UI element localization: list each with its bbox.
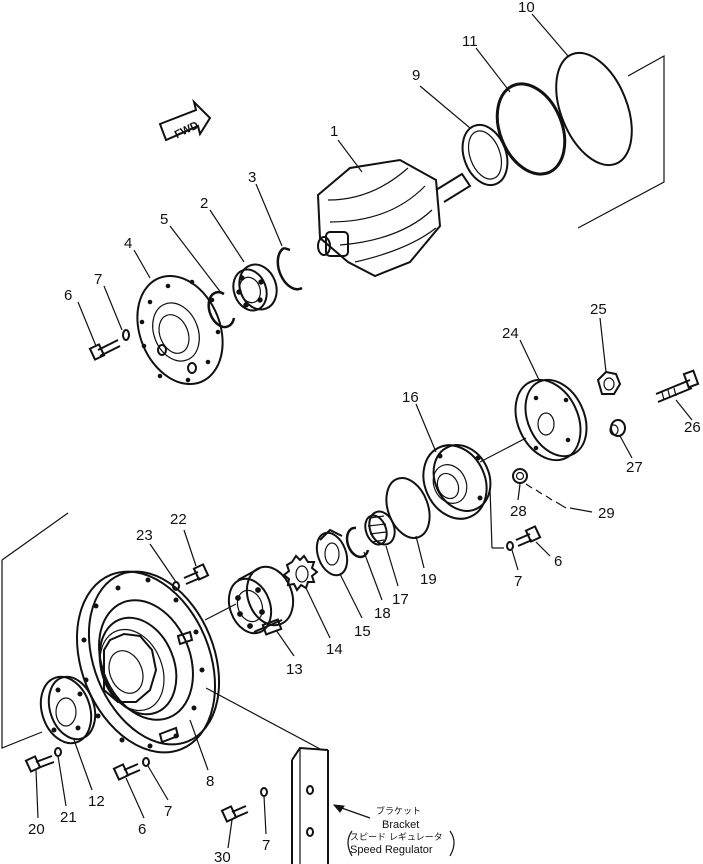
label-30: 30 bbox=[214, 849, 231, 864]
label-26: 26 bbox=[684, 419, 701, 436]
part-number-labels: 1 2 3 4 5 6 7 9 11 10 24 25 26 27 16 28 … bbox=[28, 0, 701, 864]
callout-jp-top: ブラケット bbox=[376, 805, 421, 817]
part-9-shim bbox=[461, 123, 509, 187]
part-8-housing bbox=[75, 570, 221, 754]
part-7-washer-right bbox=[506, 541, 514, 551]
reference-lines bbox=[1, 54, 665, 749]
label-15: 15 bbox=[354, 623, 371, 640]
label-22: 22 bbox=[170, 511, 187, 528]
label-9: 9 bbox=[412, 67, 420, 84]
label-7-bottom: 7 bbox=[164, 803, 172, 820]
fwd-arrow: FWD bbox=[158, 98, 212, 142]
part-4-cover bbox=[136, 274, 224, 386]
label-27: 27 bbox=[626, 459, 643, 476]
label-7-lower: 7 bbox=[262, 837, 270, 854]
label-23: 23 bbox=[136, 527, 153, 544]
fwd-label: FWD bbox=[173, 119, 201, 141]
part-26-bolt bbox=[655, 369, 700, 403]
label-16: 16 bbox=[402, 389, 419, 406]
bracket-callout: ブラケット Bracket スピード レギュレータ Speed Regulato… bbox=[347, 805, 455, 857]
part-5-snap-ring bbox=[207, 291, 236, 329]
label-3: 3 bbox=[248, 169, 256, 186]
label-1: 1 bbox=[330, 123, 338, 140]
part-7-washer-lower bbox=[260, 787, 268, 797]
part-14-gear bbox=[282, 554, 319, 592]
part-19-ring bbox=[385, 477, 431, 539]
label-5: 5 bbox=[160, 211, 168, 228]
part-1-impeller bbox=[316, 158, 472, 278]
bracket-callout-arrow bbox=[332, 804, 371, 819]
label-18: 18 bbox=[374, 605, 391, 622]
part-15-plate bbox=[315, 528, 349, 577]
part-11-ring bbox=[495, 82, 567, 176]
label-12: 12 bbox=[88, 793, 105, 810]
part-2-bearing bbox=[232, 263, 278, 312]
part-17-bearing bbox=[364, 510, 396, 546]
part-25-nut bbox=[596, 370, 622, 395]
label-4: 4 bbox=[124, 235, 132, 252]
label-2: 2 bbox=[200, 195, 208, 212]
part-20-bolt bbox=[24, 755, 55, 773]
leader-lines bbox=[35, 13, 693, 849]
part-13-bearing bbox=[227, 565, 295, 636]
label-7-right: 7 bbox=[514, 573, 522, 590]
label-14: 14 bbox=[326, 641, 343, 658]
part-6-bolt-top bbox=[88, 339, 121, 361]
label-21: 21 bbox=[60, 809, 77, 826]
label-11: 11 bbox=[462, 33, 478, 50]
label-28: 28 bbox=[510, 503, 527, 520]
label-25: 25 bbox=[590, 301, 607, 318]
part-3-snap-ring bbox=[276, 246, 303, 291]
part-27-nut bbox=[609, 419, 626, 437]
label-24: 24 bbox=[502, 325, 519, 342]
part-22-bolt bbox=[183, 563, 210, 585]
part-30-bolt bbox=[220, 805, 249, 823]
part-6-bolt-bottom bbox=[112, 763, 141, 781]
part-7-washer-top bbox=[122, 329, 130, 341]
label-6-right: 6 bbox=[554, 553, 562, 570]
label-20: 20 bbox=[28, 821, 45, 838]
part-24-flange bbox=[514, 378, 588, 462]
label-6-top: 6 bbox=[64, 287, 72, 304]
callout-en-top: Bracket bbox=[382, 819, 419, 831]
part-6-bolt-right bbox=[515, 525, 542, 547]
callout-en-bottom: Speed Regulator bbox=[350, 844, 433, 856]
part-16-housing bbox=[422, 444, 492, 520]
callout-jp-bottom: スピード レギュレータ bbox=[350, 832, 443, 843]
label-7-top: 7 bbox=[94, 271, 102, 288]
label-8: 8 bbox=[206, 773, 214, 790]
part-29-pin bbox=[525, 483, 567, 509]
label-19: 19 bbox=[420, 571, 437, 588]
label-10: 10 bbox=[518, 0, 535, 16]
label-13: 13 bbox=[286, 661, 303, 678]
part-10-ring bbox=[555, 51, 633, 167]
part-28-nut bbox=[512, 468, 528, 484]
label-17: 17 bbox=[392, 591, 409, 608]
label-29: 29 bbox=[598, 505, 615, 522]
part-21-washer bbox=[54, 747, 62, 757]
label-6-bottom: 6 bbox=[138, 821, 146, 838]
part-12-flange bbox=[39, 675, 97, 745]
speed-regulator-bracket bbox=[205, 687, 329, 864]
part-7-washer-bottom bbox=[142, 757, 150, 767]
